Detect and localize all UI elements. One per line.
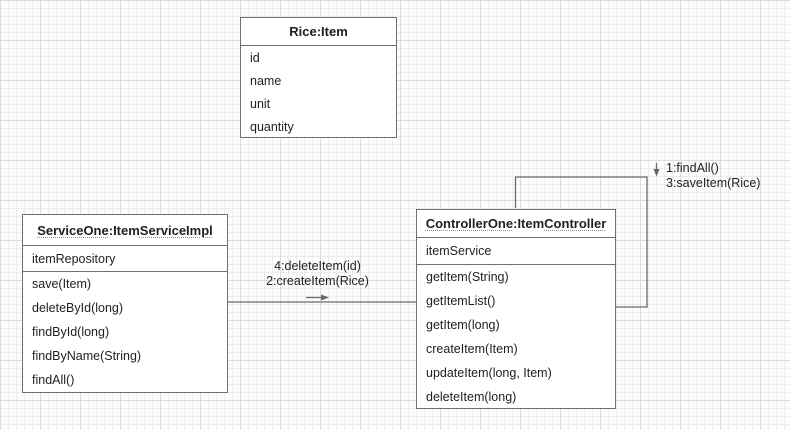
down-arrow-icon xyxy=(653,163,660,177)
method-row: createItem(Item) xyxy=(426,342,518,356)
box-title-text: ControllerOne xyxy=(425,216,514,231)
box-title-text: Controller xyxy=(544,216,607,231)
box-title: Rice:Item xyxy=(241,18,396,46)
edge-controller-self-loop[interactable] xyxy=(514,176,648,308)
message-label: 3:saveItem(Rice) xyxy=(666,176,761,190)
box-title-text: :Item xyxy=(108,222,140,238)
uml-box-rice-item[interactable]: Rice:Item id name unit quantity xyxy=(240,17,397,138)
attribute-row: name xyxy=(250,73,282,88)
method-row: getItem(String) xyxy=(426,270,509,284)
box-title-text: ServiceImpl xyxy=(139,222,213,238)
box-title-text: :Item xyxy=(513,216,545,231)
message-label: 4:deleteItem(id) xyxy=(274,259,361,273)
method-row: updateItem(long, Item) xyxy=(426,366,552,380)
message-label: 2:createItem(Rice) xyxy=(266,274,369,288)
attribute-row: itemService xyxy=(417,238,615,265)
attribute-row: unit xyxy=(250,96,271,111)
message-label: 1:findAll() xyxy=(666,161,719,175)
method-row: getItemList() xyxy=(426,294,496,308)
box-title-text: ServiceOne xyxy=(37,222,109,238)
right-arrow-icon xyxy=(306,294,329,301)
attribute-row: id xyxy=(250,50,260,65)
edge-label-loop[interactable]: 1:findAll() 3:saveItem(Rice) xyxy=(666,161,760,191)
attribute-row: quantity xyxy=(250,119,294,134)
attribute-row: itemRepository xyxy=(23,246,227,272)
edge-label-main[interactable]: 4:deleteItem(id) 2:createItem(Rice) xyxy=(240,259,395,289)
method-row: getItem(long) xyxy=(426,318,500,332)
method-row: deleteItem(long) xyxy=(426,390,517,404)
method-row: findById(long) xyxy=(32,325,110,339)
method-row: deleteById(long) xyxy=(32,301,124,315)
box-title-text: Rice:Item xyxy=(289,24,348,39)
method-row: save(Item) xyxy=(32,277,92,291)
method-row: findByName(String) xyxy=(32,349,142,363)
method-row: findAll() xyxy=(32,373,75,387)
